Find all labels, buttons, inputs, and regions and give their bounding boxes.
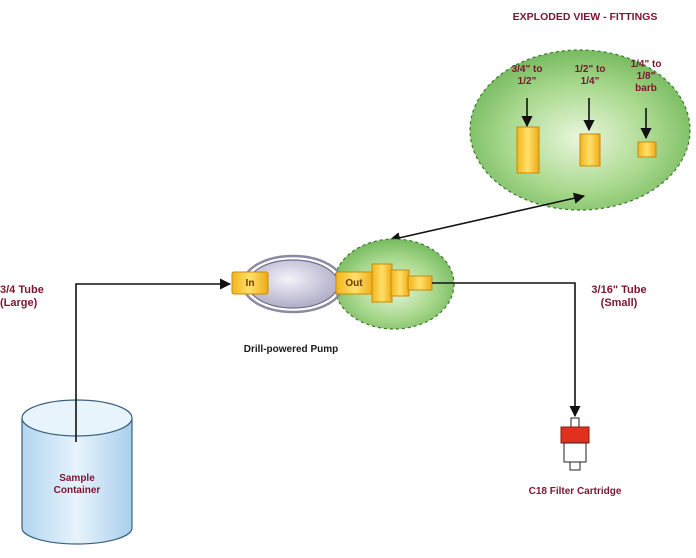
pump-caption: Drill-powered Pump [243, 344, 339, 355]
filter-tip [570, 417, 580, 428]
filter-red-cap [560, 426, 590, 444]
pump-out-label: Out [345, 278, 363, 289]
fitting-2-label: 1/2" to 1/4" [574, 64, 606, 87]
filter-body [563, 442, 587, 463]
pump-in-port [231, 271, 269, 295]
outlet-tube-label: 3/16" Tube (Small) [591, 284, 647, 309]
sample-container-label: Sample Container [53, 473, 101, 496]
filter-outlet [569, 461, 581, 471]
out-fitting-large [371, 263, 393, 303]
fitting-1-2-to-1-4 [579, 133, 601, 167]
outlet-tube [432, 282, 581, 418]
out-fitting-medium [390, 269, 410, 297]
inlet-tube-label: 3/4 Tube (Large) [0, 284, 44, 309]
exploded-view-title: EXPLODED VIEW - FITTINGS [512, 11, 658, 23]
sample-container-top [21, 399, 133, 437]
fitting-3-4-to-1-2 [516, 126, 540, 174]
fitting-1-4-to-1-8-barb [637, 141, 657, 158]
pump-in-label: In [245, 278, 255, 289]
fitting-1-label: 3/4" to 1/2" [511, 64, 543, 87]
sample-container-body [21, 418, 133, 545]
fitting-3-label: 1/4" to 1/8" barb [630, 59, 662, 94]
inlet-tube [75, 278, 232, 442]
filter-caption: C18 Filter Cartridge [528, 486, 622, 497]
connector-double-arrow [388, 192, 586, 244]
out-fitting-small [407, 275, 433, 291]
